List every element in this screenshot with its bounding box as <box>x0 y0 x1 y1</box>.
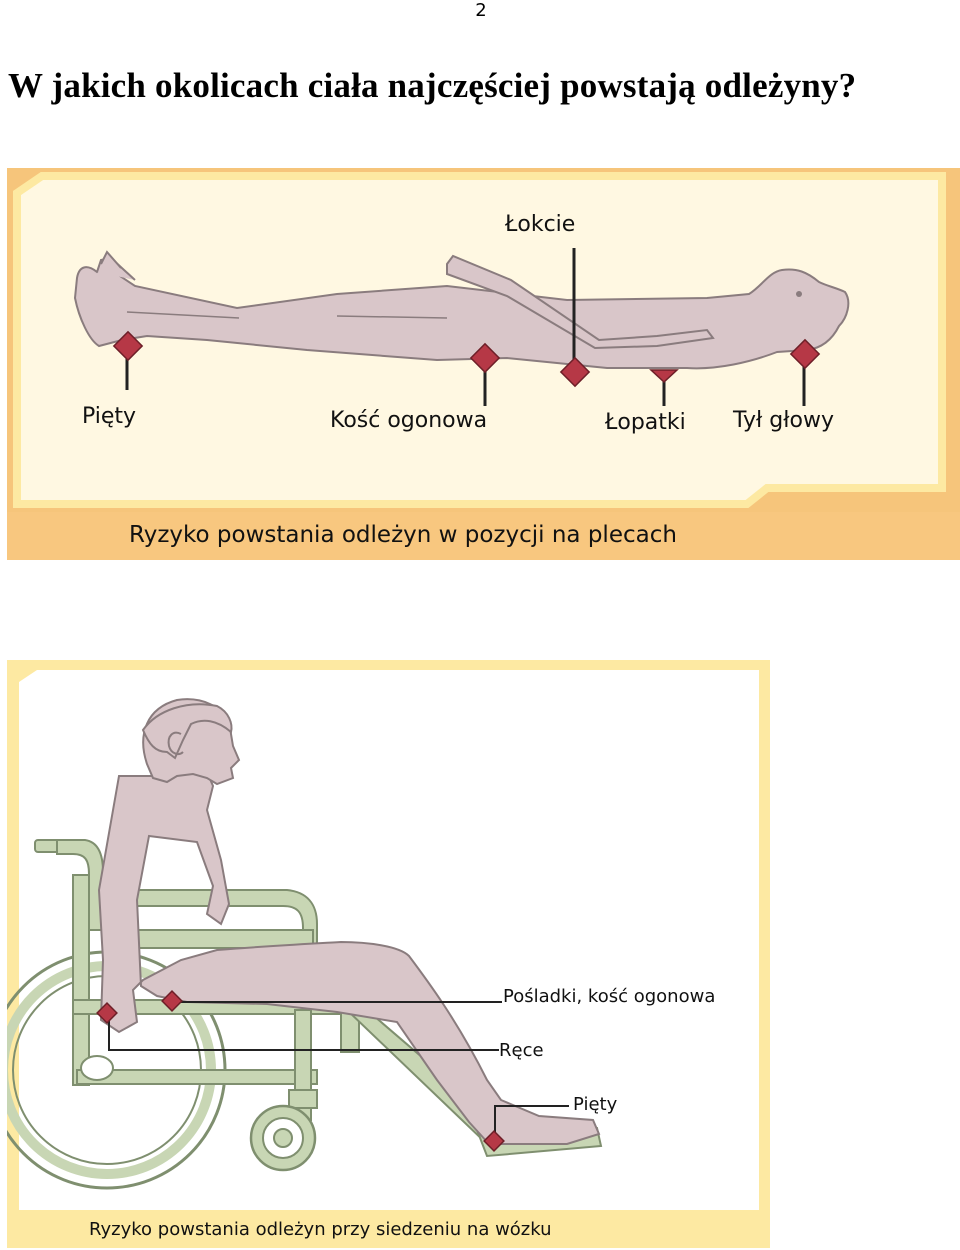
hair <box>141 703 233 760</box>
tailbone-marker <box>469 342 501 374</box>
elbows-marker <box>559 356 591 388</box>
heels-marker <box>483 1130 505 1152</box>
ear <box>796 291 802 297</box>
wheelchair-caption: Ryzyko powstania odleżyn przy siedzeniu … <box>89 1219 552 1240</box>
page-title: W jakich okolicach ciała najczęściej pow… <box>8 66 857 105</box>
buttocks-marker <box>161 990 183 1012</box>
label-elbows: Łokcie <box>505 212 576 237</box>
front-caster <box>80 1055 317 1172</box>
label-back-of-head: Tył głowy <box>733 408 834 433</box>
label-heels: Pięty <box>82 404 137 429</box>
label-tailbone: Kość ogonowa <box>330 408 488 433</box>
leg-contour <box>126 311 448 319</box>
supine-caption: Ryzyko powstania odleżyn w pozycji na pl… <box>129 522 677 548</box>
wheelchair-diagram: Pośladki, kość ogonowa Ręce Pięty Ryzyko… <box>7 660 770 1248</box>
ear <box>167 731 184 755</box>
label-shoulder-blades: Łopatki <box>605 410 686 435</box>
label-heels-seated: Pięty <box>573 1094 618 1115</box>
shoulder-blades-marker <box>649 369 679 384</box>
supine-illustration <box>7 168 960 560</box>
wheelchair-illustration <box>7 660 770 1248</box>
label-buttocks-tailbone: Pośladki, kość ogonowa <box>503 986 716 1007</box>
supine-diagram: Łokcie Pięty Kość ogonowa Łopatki Tył gł… <box>7 168 960 560</box>
supine-body-figure <box>73 250 850 370</box>
pointer-lines <box>108 1001 569 1134</box>
heels-marker <box>112 330 144 362</box>
caption-bar <box>7 1210 770 1248</box>
caption-bar <box>7 512 960 560</box>
back-of-head-marker <box>789 338 821 370</box>
label-hands: Ręce <box>499 1040 544 1061</box>
hands-marker <box>96 1002 118 1024</box>
page-number: 2 <box>475 0 487 21</box>
